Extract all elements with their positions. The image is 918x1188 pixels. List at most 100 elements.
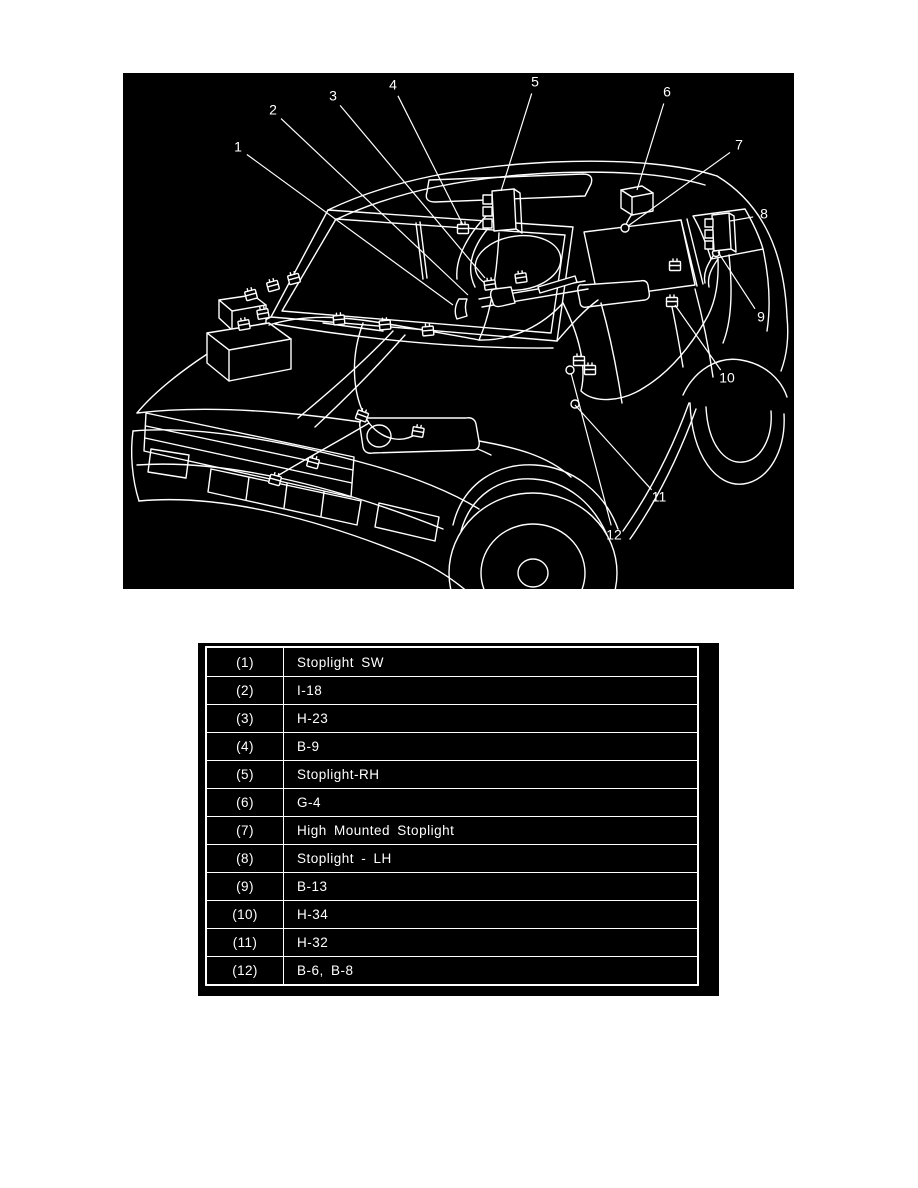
callout-number-11: 11: [652, 489, 667, 505]
legend-row: (6) G-4: [207, 788, 697, 816]
air-dam: [207, 468, 362, 526]
connectors: [236, 185, 737, 487]
legend-row-number: (3): [207, 705, 284, 732]
stoplight-switch: [454, 298, 468, 320]
legend-row: (10) H-34: [207, 900, 697, 928]
front-wheel-arch: [452, 464, 619, 530]
legend-row: (12) B-6, B-8: [207, 956, 697, 984]
steering-column: [454, 234, 589, 320]
callout-number-5: 5: [531, 74, 539, 90]
legend-row-label: High Mounted Stoplight: [297, 823, 455, 838]
front-tire: [448, 492, 618, 589]
callout-4: 4: [389, 77, 464, 226]
leader-line-8: [729, 216, 754, 222]
legend-row-number: (5): [207, 761, 284, 788]
legend-row-label: Stoplight-RH: [297, 767, 380, 782]
legend-row-label: H-32: [297, 935, 329, 950]
legend-row: (3) H-23: [207, 704, 697, 732]
legend-row-number: (1): [207, 648, 284, 676]
legend-row-label: G-4: [297, 795, 322, 810]
wiring-harness: [268, 212, 719, 476]
callout-8: 8: [729, 206, 768, 222]
legend-row-number: (10): [207, 901, 284, 928]
legend-row-label: B-9: [297, 739, 320, 754]
legend-row-number: (7): [207, 817, 284, 844]
callout-number-2: 2: [269, 102, 277, 118]
stoplight-rh-connector-block: [482, 188, 523, 234]
legend-row-number: (8): [207, 845, 284, 872]
callout-1: 1: [234, 139, 454, 306]
rear-tire: [689, 402, 785, 485]
sunroof: [425, 173, 593, 203]
legend-row: (1) Stoplight SW: [207, 648, 697, 676]
legend-panel: (1) Stoplight SW (2) I-18 (3) H-23 (4) B-9 (5) St…: [198, 643, 719, 996]
legend-row-label: Stoplight - LH: [297, 851, 392, 866]
leader-line-2: [280, 118, 469, 296]
legend-row-number: (2): [207, 677, 284, 704]
leader-line-4: [397, 95, 464, 226]
callout-number-10: 10: [719, 370, 735, 386]
leader-line-10: [674, 304, 722, 371]
callout-5: 5: [500, 74, 539, 192]
leader-line-5: [500, 93, 533, 192]
steering-wheel: [474, 234, 562, 292]
callout-7: 7: [627, 137, 743, 227]
fog-lamp-left: [147, 448, 190, 479]
callout-number-8: 8: [760, 206, 768, 222]
leader-line-3: [339, 105, 486, 279]
stoplight-lh-connector-block: [704, 212, 737, 253]
legend-row-label: Stoplight SW: [297, 654, 385, 670]
legend-row: (2) I-18: [207, 676, 697, 704]
legend-row-number: (12): [207, 957, 284, 984]
legend-row: (9) B-13: [207, 872, 697, 900]
legend-row-number: (4): [207, 733, 284, 760]
legend-row: (8) Stoplight - LH: [207, 844, 697, 872]
front-bumper: [132, 429, 480, 510]
antenna: [415, 221, 428, 280]
callout-3: 3: [329, 88, 486, 279]
callout-6: 6: [636, 84, 671, 191]
leader-line-6: [636, 103, 665, 191]
legend-row-label: H-23: [297, 711, 329, 726]
wiper: [322, 322, 384, 332]
callout-number-6: 6: [663, 84, 671, 100]
callout-11: 11: [574, 404, 667, 505]
callout-number-3: 3: [329, 88, 337, 104]
legend-row-number: (9): [207, 873, 284, 900]
callout-9: 9: [717, 251, 765, 325]
leader-line-1: [246, 154, 454, 306]
callout-number-12: 12: [606, 527, 622, 543]
callout-number-1: 1: [234, 139, 242, 155]
callout-number-7: 7: [735, 137, 743, 153]
legend-table: (1) Stoplight SW (2) I-18 (3) H-23 (4) B-9 (5) St…: [205, 646, 699, 986]
side-mirror: [577, 279, 651, 308]
callout-12: 12: [570, 372, 622, 543]
legend-row: (11)H-32: [207, 928, 697, 956]
callout-number-9: 9: [757, 309, 765, 325]
relay-box: [620, 185, 654, 216]
legend-row-number: (6): [207, 789, 284, 816]
legend-row-label: B-6, B-8: [297, 963, 354, 978]
leader-line-7: [627, 151, 731, 227]
fog-lamp-right: [374, 502, 440, 542]
leader-line-11: [574, 404, 653, 491]
legend-row: (5) Stoplight-RH: [207, 760, 697, 788]
callout-2: 2: [269, 102, 469, 296]
leader-line-9: [717, 251, 756, 310]
door-window: [583, 219, 696, 299]
grille: [143, 412, 355, 498]
callout-number-4: 4: [389, 77, 397, 93]
leader-line-12: [570, 372, 612, 526]
grommet: [620, 223, 630, 233]
legend-row-label: I-18: [297, 683, 323, 698]
callout-10: 10: [674, 304, 735, 386]
legend-row-label: B-13: [297, 879, 328, 894]
rear-wheel-arch: [682, 358, 788, 398]
engine-bay-components: [206, 294, 292, 382]
legend-row-label: H-34: [297, 907, 329, 922]
legend-row: (4) B-9: [207, 732, 697, 760]
